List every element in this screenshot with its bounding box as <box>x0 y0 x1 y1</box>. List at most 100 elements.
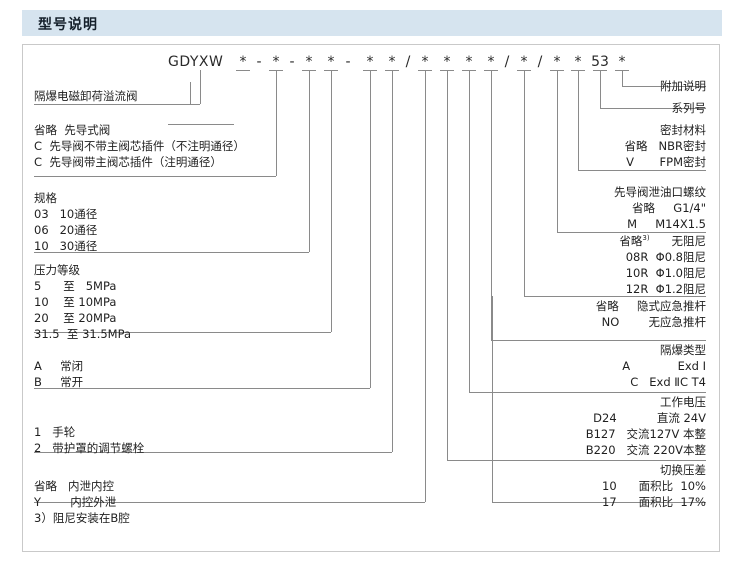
adjust-type-line: 1 手轮 <box>34 425 76 439</box>
pressure-rating-line: 压力等级 <box>34 263 80 277</box>
model-code-token: - <box>289 54 295 70</box>
leader-left-pressure-rating <box>331 70 332 332</box>
damping-line: 12R Φ1.2阻尼 <box>625 281 706 296</box>
leader-prefix <box>200 70 201 104</box>
pilot-type-line: C 先导阀不带主阀芯插件（不注明通径） <box>34 139 245 153</box>
leader-right-elbow-working-voltage <box>447 460 706 461</box>
leader-left-elbow-adjust-type <box>34 452 392 453</box>
page-title: 型号说明 <box>38 17 98 33</box>
model-code-token: * <box>487 54 495 70</box>
adjust-type-line: 2 带护罩的调节螺栓 <box>34 441 145 455</box>
model-code-token: - <box>256 54 262 70</box>
working-voltage-line: B127 交流127V 本整 <box>585 427 706 441</box>
explosion-proof-type-line: C Exd ⅡC T4 <box>630 375 706 389</box>
series-number-line: 系列号 <box>671 101 707 115</box>
size-spec-line: 06 20通径 <box>34 223 98 237</box>
pilot-drain-thread-line: 省略 G1/4" <box>632 201 706 215</box>
model-code-token: * <box>443 54 451 70</box>
switch-pressure-diff-line: 17 面积比 17% <box>602 495 706 509</box>
explosion-proof-type-line: 隔爆类型 <box>660 343 706 357</box>
size-spec-line: 03 10通径 <box>34 207 98 221</box>
damping-line: 10R Φ1.0阻尼 <box>625 265 706 280</box>
leader-right-series-number <box>600 70 601 108</box>
drain-control-line: Y 内控外泄 <box>34 495 117 509</box>
size-spec: 规格 03 10通径 06 20通径 10 30通径 <box>34 190 97 254</box>
model-code-token: * <box>421 54 429 70</box>
model-code-token: * <box>553 54 561 70</box>
leader-left-normally-state <box>370 70 371 388</box>
model-code-prefix: GDYXW <box>168 54 224 70</box>
leader-right-elbow-additional-note <box>622 86 706 87</box>
leader-right-column-spine <box>492 296 493 502</box>
section-header-bar <box>22 10 722 36</box>
normally-state: A 常闭 B 常开 <box>34 358 83 390</box>
leader-right-elbow-explosion-proof-type <box>469 392 706 393</box>
footnote: 3）阻尼安装在B腔 <box>34 511 130 525</box>
leader-left-pilot-type <box>276 70 277 176</box>
seal-material-line: 密封材料 <box>660 123 706 137</box>
leader-right-working-voltage <box>447 70 448 460</box>
pressure-rating-line: 10 至 10MPa <box>34 295 117 309</box>
emergency-rod-line: 省略 隐式应急推杆 <box>595 299 706 313</box>
leader-left-bottom-rule <box>34 502 400 503</box>
leader-right-damping <box>524 70 525 296</box>
pilot-drain-thread-line: M M14X1.5 <box>627 217 706 231</box>
switch-pressure-diff-line: 切换压差 <box>660 463 706 477</box>
pilot-drain-thread-line: 先导阀泄油口螺纹 <box>614 185 706 199</box>
drain-control-line: 省略 内泄内控 <box>34 479 114 493</box>
drain-control: 省略 内泄内控 Y 内控外泄 <box>34 478 116 510</box>
diagram-panel <box>22 44 720 552</box>
leader-left-elbow-size-spec <box>34 252 309 253</box>
leader-right-elbow-series-number <box>600 108 706 109</box>
leader-right-bottom-rule <box>492 502 706 503</box>
pilot-drain-thread: 先导阀泄油口螺纹省略 G1/4" M M14X1.5 <box>406 184 706 232</box>
switch-pressure-diff-line: 10 面积比 10% <box>602 479 706 493</box>
model-code-token: / <box>405 54 411 70</box>
additional-note-line: 附加说明 <box>660 79 706 93</box>
pressure-rating-line: 31.5 至 31.5MPa <box>34 327 132 341</box>
additional-note: 附加说明 <box>406 78 706 94</box>
leader-right-emergency-rod <box>491 70 492 340</box>
model-code-token: / <box>504 54 510 70</box>
model-code-token-underline <box>236 70 250 71</box>
normally-state-line: A 常闭 <box>34 359 84 373</box>
model-code-token: * <box>366 54 374 70</box>
explosion-proof-type-line: A Exd Ⅰ <box>622 359 706 373</box>
size-spec-line: 10 30通径 <box>34 239 98 253</box>
model-code-token: * <box>305 54 313 70</box>
leader-left-size-spec <box>309 70 310 252</box>
series-number: 系列号 <box>406 100 707 116</box>
size-spec-line: 规格 <box>34 191 57 205</box>
pressure-rating-line: 20 至 20MPa <box>34 311 117 325</box>
pressure-rating-line: 5 至 5MPa <box>34 279 117 293</box>
damping-line: 省略3) 无阻尼 <box>619 233 706 248</box>
seal-material-line: 省略 NBR密封 <box>624 139 706 153</box>
leader-left-elbow-normally-state <box>34 388 370 389</box>
normally-state-line: B 常开 <box>34 375 84 389</box>
leader-right-elbow-pilot-drain-thread <box>557 232 706 233</box>
product-name: 隔爆电磁卸荷溢流阀 <box>34 88 138 104</box>
leader-right-seal-material <box>578 70 579 170</box>
model-code-token: / <box>537 54 543 70</box>
model-code-token: 53 <box>591 54 609 70</box>
leader-prefix-elbow <box>34 104 200 105</box>
model-code-token: * <box>272 54 280 70</box>
leader-left-elbow-pilot-type <box>34 176 276 177</box>
model-code-token: * <box>239 54 247 70</box>
model-code-token: - <box>345 54 351 70</box>
seal-material-line: V FPM密封 <box>626 155 706 169</box>
working-voltage-line: B220 交流 220V本整 <box>585 443 706 457</box>
leader-right-explosion-proof-type <box>469 70 470 392</box>
model-code-prefix-underline <box>168 124 234 125</box>
pilot-type-line: 省略 先导式阀 <box>34 123 111 137</box>
working-voltage-line: D24 直流 24V <box>593 411 706 425</box>
explosion-proof-type: 隔爆类型 A Exd Ⅰ C Exd ⅡC T4 <box>406 342 706 390</box>
pressure-rating: 压力等级 5 至 5MPa 10 至 10MPa 20 至 20MPa 31.5 至 3… <box>34 262 131 342</box>
model-code-token: * <box>465 54 473 70</box>
leader-right-additional-note <box>622 70 623 86</box>
model-code-token: * <box>520 54 528 70</box>
